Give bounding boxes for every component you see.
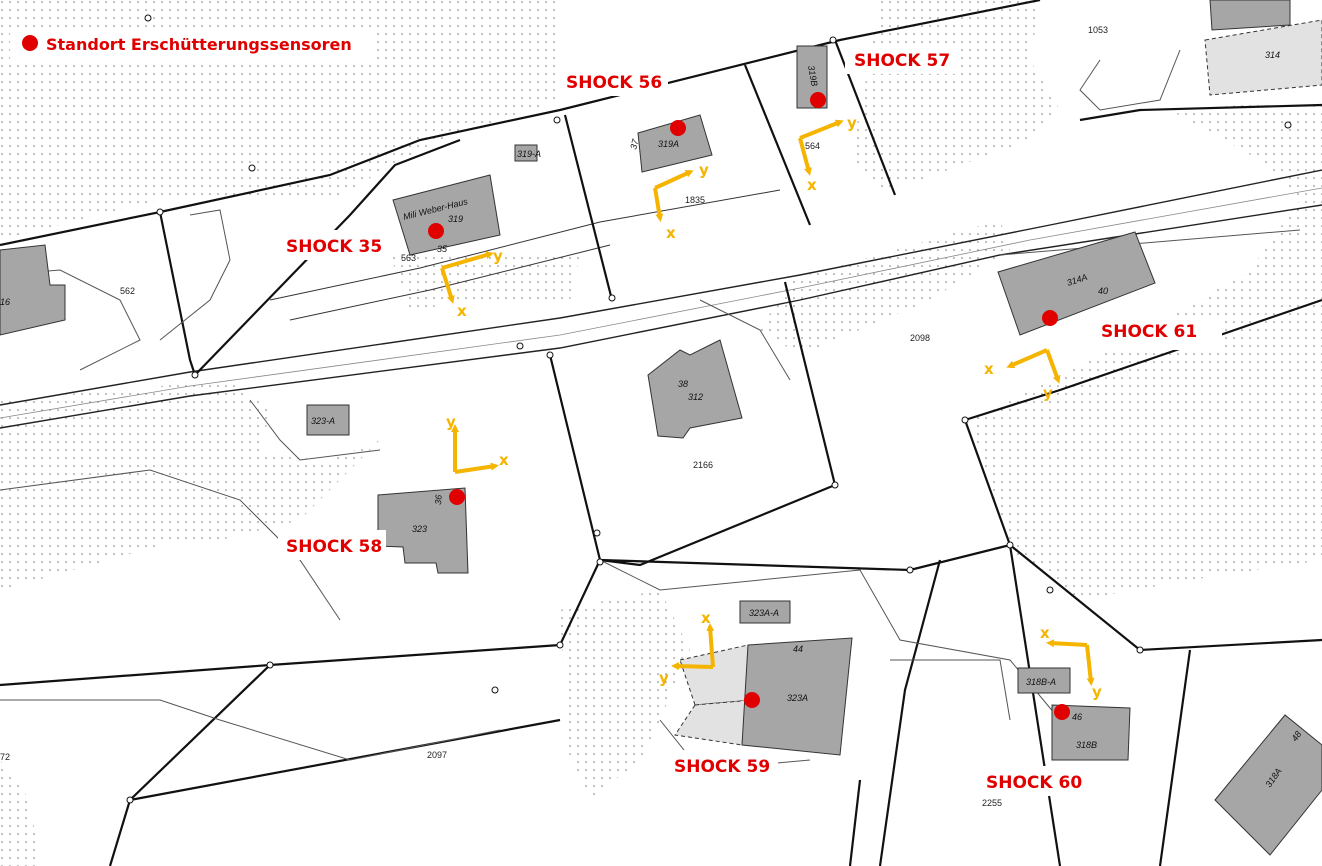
sensor-dot-57[interactable] [810,92,826,108]
building-label-319a: 319A [658,139,679,149]
parcel-label-1835: 1835 [685,195,705,205]
building-label-318b-a: 318B-A [1026,677,1056,687]
main-road [0,169,1322,429]
building-label-36: 36 [433,494,444,505]
axis-label-x: x [666,224,676,242]
building-label-312: 312 [688,392,703,402]
building-label-16: 16 [0,297,10,307]
building-label-318b: 318B [1076,740,1097,750]
axis-labels: y x y x y x x y y x x y x y [446,114,1102,701]
sensor-label-60: SHOCK 60 [986,773,1082,793]
sensor-dot-60[interactable] [1054,704,1070,720]
axis-label-x: x [984,360,994,378]
building-label-323-a: 323-A [311,416,335,426]
axis-label-y: y [446,413,456,431]
building-label-319: 319 [448,214,463,224]
sensor-label-59: SHOCK 59 [674,757,770,777]
axis-label-y: y [847,114,857,132]
axis-label-x: x [701,609,711,627]
building-label-35: 35 [437,244,448,254]
parcel-label-563: 563 [401,253,416,263]
axis-label-y: y [493,247,503,265]
sensor-dot-35[interactable] [428,223,444,239]
sensor-label-35: SHOCK 35 [286,237,382,257]
axis-label-x: x [1040,624,1050,642]
axis-label-y: y [1043,384,1053,402]
legend-label: Standort Erschütterungssensoren [46,35,352,54]
sensor-dot-58[interactable] [449,489,465,505]
sensor-labels: SHOCK 35 SHOCK 56 SHOCK 57 SHOCK 58 SHOC… [278,44,1222,796]
parcel-label-2097: 2097 [427,750,447,760]
building-label-40: 40 [1098,286,1108,296]
axis-label-y: y [659,669,669,687]
axis-label-y: y [1092,683,1102,701]
parcel-label-562: 562 [120,286,135,296]
sensor-dot-56[interactable] [670,120,686,136]
building-label-319-a: 319-A [517,149,541,159]
axis-label-x: x [807,176,817,194]
axis-label-x: x [457,302,467,320]
parcel-label-564: 564 [805,141,820,151]
sensor-label-58: SHOCK 58 [286,537,382,557]
sensor-dot-59[interactable] [744,692,760,708]
thin-lines [0,49,1301,771]
parcel-numbers: 1053 563 562 1835 564 2098 2166 2097 225… [0,25,1108,808]
axis-label-x: x [499,451,509,469]
legend-dot-icon [22,35,38,51]
legend: Standort Erschütterungssensoren [10,28,375,62]
sensor-dots [428,92,1070,720]
building-label-46: 46 [1072,712,1082,722]
building-label-37: 37 [628,137,641,150]
building-label-319b: 319B [806,65,820,87]
parcel-label-2098: 2098 [910,333,930,343]
sensor-dot-61[interactable] [1042,310,1058,326]
building-label-38: 38 [678,379,688,389]
boundary-nodes [126,14,1292,804]
sensor-axes [440,119,1095,686]
building-label-323a-a: 323A-A [749,608,779,618]
axis-label-y: y [699,161,709,179]
parcel-label-1053: 1053 [1088,25,1108,35]
parcel-label-72: 72 [0,752,10,762]
building-label-314: 314 [1265,50,1280,60]
sensor-label-57: SHOCK 57 [854,51,950,71]
parcel-label-2255: 2255 [982,798,1002,808]
building-label-323a: 323A [787,693,808,703]
sensor-label-56: SHOCK 56 [566,73,662,93]
parcel-label-2166: 2166 [693,460,713,470]
sensor-label-61: SHOCK 61 [1101,322,1197,342]
building-label-323: 323 [412,524,427,534]
building-label-44: 44 [793,644,803,654]
building-label-48: 48 [1289,729,1303,743]
